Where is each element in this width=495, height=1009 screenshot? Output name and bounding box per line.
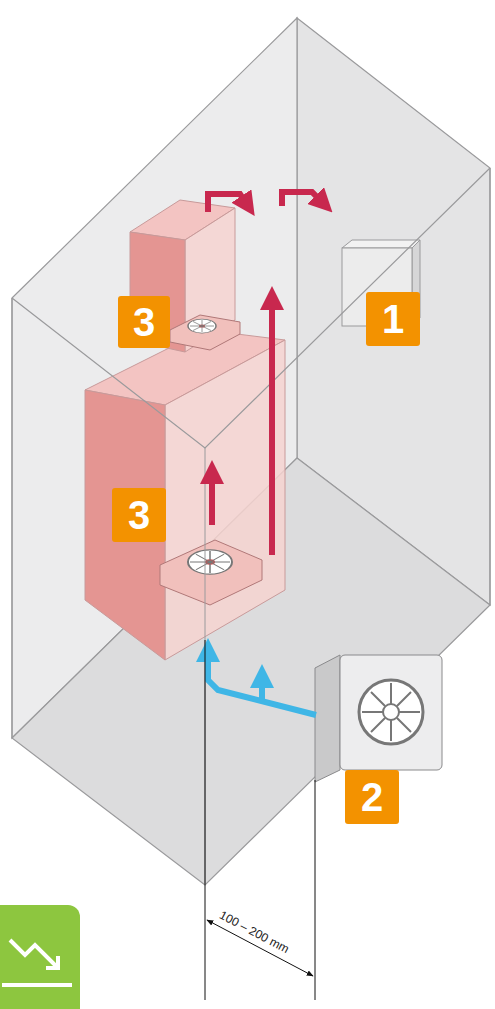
callout-number: 3 <box>133 302 155 342</box>
heater-unit-lower <box>85 330 285 660</box>
heater-unit-upper <box>130 200 240 352</box>
callout-badges <box>112 292 420 824</box>
fan-symbol <box>359 680 423 744</box>
fan-unit <box>315 655 442 782</box>
room-edge <box>11 298 12 738</box>
callout-number: 1 <box>382 299 404 339</box>
dimension-marker <box>205 640 315 1000</box>
room-edge <box>489 168 490 605</box>
fan-symbol <box>188 550 232 574</box>
warm-air-arrows <box>208 192 324 555</box>
dimension-label: 100 – 200 mm <box>214 906 294 957</box>
room-edge <box>12 168 490 448</box>
cold-air-arrows <box>208 650 316 715</box>
callout-number: 3 <box>128 495 150 535</box>
callout-number: 2 <box>361 777 383 817</box>
savings-icon <box>0 905 80 1009</box>
room-box <box>12 18 490 885</box>
fan-symbol <box>188 319 216 333</box>
